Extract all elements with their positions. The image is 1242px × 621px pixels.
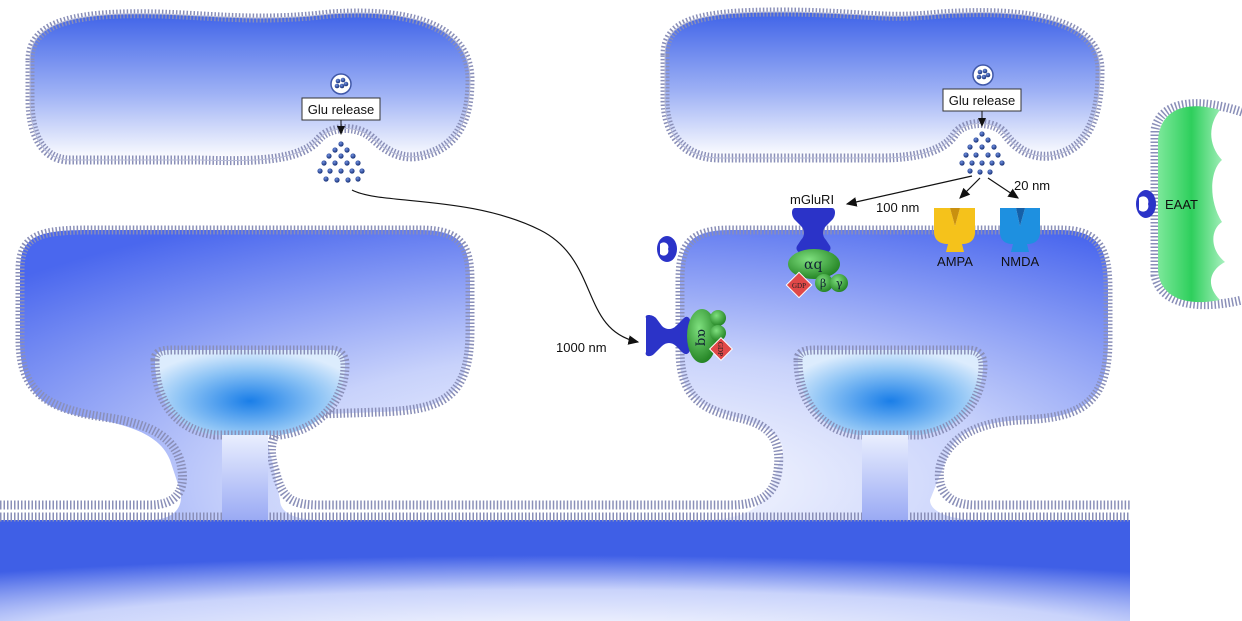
glu-release-label-right: Glu release — [949, 93, 1015, 108]
eaat-transporter: EAAT — [1136, 190, 1198, 218]
arrow-to-nmda — [987, 177, 1019, 199]
mglur-label: mGluRI — [790, 192, 834, 207]
alpha-q-label: αq — [804, 257, 822, 273]
distance-label-1000nm: 1000 nm — [556, 340, 607, 355]
glutamate-cloud — [959, 131, 1005, 175]
mglur-perisynaptic: αq GDP — [645, 309, 734, 363]
ampa-receptor: AMPA — [934, 208, 975, 269]
beta-label: β — [820, 277, 826, 290]
alpha-q-label-2: αq — [694, 329, 709, 346]
arrow-to-ampa — [959, 177, 981, 199]
right-presynaptic-terminal — [660, 7, 1105, 163]
svg-text:GDP: GDP — [716, 342, 724, 356]
transporter-small — [657, 236, 677, 262]
ampa-label: AMPA — [937, 254, 973, 269]
right-spine-head — [793, 345, 988, 520]
distance-label-20nm: 20 nm — [1014, 178, 1050, 193]
svg-text:GDP: GDP — [792, 282, 806, 290]
glutamate-cloud — [317, 141, 365, 183]
glu-release-label-left: Glu release — [308, 102, 374, 117]
distance-label-100nm: 100 nm — [876, 200, 919, 215]
mglur-synaptic: mGluRI αq GDP β γ — [785, 192, 848, 299]
postsynaptic-dendrite — [0, 225, 1130, 621]
gdp-diamond-2: GDP — [708, 336, 734, 362]
nmda-label: NMDA — [1001, 254, 1040, 269]
diffusion-arrow-1000nm — [351, 189, 640, 345]
nmda-receptor: NMDA — [1000, 208, 1040, 269]
right-release-site: Glu release 100 nm 20 nm — [845, 64, 1050, 215]
arrow-to-mglur — [845, 175, 973, 207]
left-spine-head — [150, 345, 350, 520]
left-release-site: Glu release 1000 nm — [301, 73, 640, 355]
gdp-diamond: GDP — [785, 271, 813, 299]
gamma-label: γ — [836, 277, 843, 290]
eaat-label: EAAT — [1165, 197, 1198, 212]
left-presynaptic-terminal — [25, 8, 475, 166]
